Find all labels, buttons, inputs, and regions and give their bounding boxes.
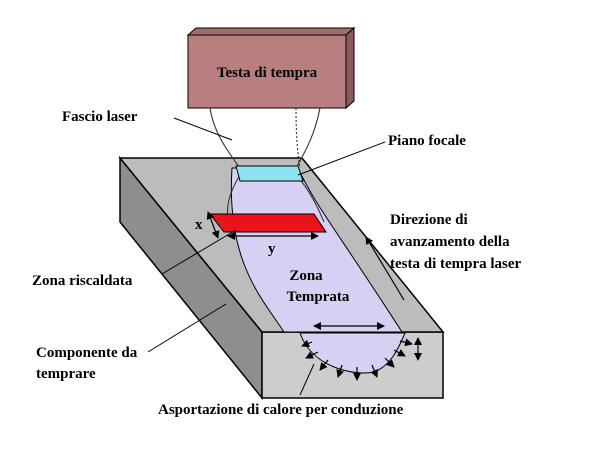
hardened-zone [230,167,403,333]
direction-label-line1: Direzione di [390,212,468,228]
focal-plane-label: Piano focale [388,133,466,149]
beam-label: Fascio laser [62,109,138,125]
x-dimension-arrow [206,211,220,239]
leader-heat-removal [299,363,315,396]
heated-zone-label: Zona riscaldata [32,273,133,289]
laser-head-top-face [186,27,356,36]
heat-arrow [399,338,413,347]
heat-arrow [319,359,329,371]
head-label: Testa di tempra [217,65,318,81]
laser-head-side-face [345,26,355,110]
direction-label-line3: testa di tempra laser [390,256,522,272]
leader-beam [173,117,233,141]
direction-label-line2: avanzamento della [390,234,510,250]
laser-head-front-face [187,34,347,109]
y-label: y [268,241,276,257]
x-label: x [195,217,203,233]
beam-inner-edge [295,107,301,169]
heat-arrow [393,349,406,357]
heat-conduction-arrows [301,338,413,381]
component-label-line1: Componente da [36,345,138,361]
heat-arrow [370,364,378,378]
leader-component [147,303,227,353]
leader-lines [147,117,386,396]
leader-heated-zone [161,229,237,275]
hardened-zone-label-line2: Temprata [287,289,350,305]
travel-direction-arrow [365,236,405,301]
heat-arrow [336,364,345,378]
leader-focal-plane [297,141,386,176]
heat-arrow [301,339,313,348]
hardened-zone-label-line1: Zona [289,268,323,284]
heat-removal-label: Asportazione di calore per conduzione [158,402,404,418]
heat-arrow [305,351,319,359]
heated-zone-marker [208,213,327,233]
focal-plane [235,165,304,182]
laser-head [186,26,356,110]
component-label-line2: temprare [36,366,96,382]
heat-arrow [384,357,395,368]
